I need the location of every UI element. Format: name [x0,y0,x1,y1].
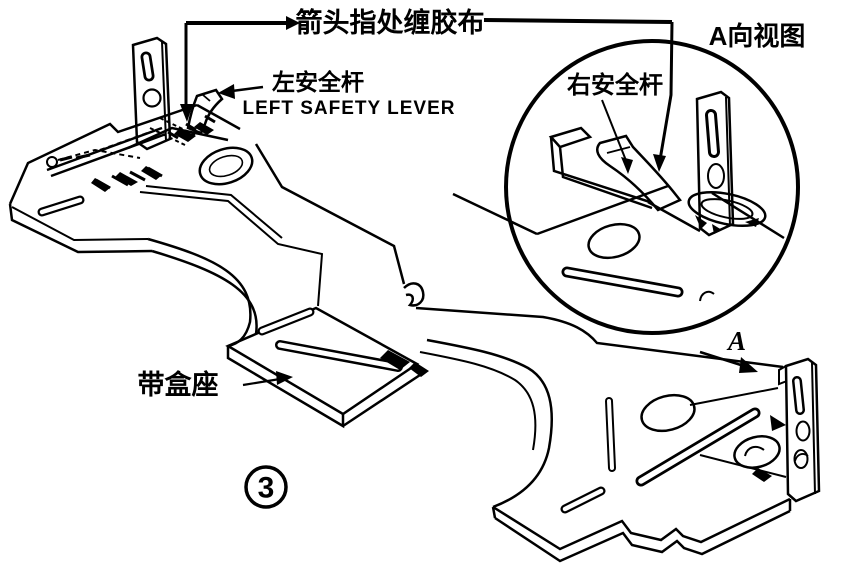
tape-hatch-left [167,114,216,140]
left-lever-fold-line [202,94,211,102]
hidden-dashed-lines [57,131,151,161]
plate-tail-bottom-edge [8,203,153,254]
detail-l-bracket-arm [549,136,653,210]
right-post-bracket [784,357,821,503]
taped-joint-outer [687,190,767,228]
banner-note: 箭头指处缠胶布 [180,7,674,172]
view-direction-arrowhead [739,357,758,373]
right-lever-label: 右安全杆 [567,71,663,99]
right-post-inner-edge [811,362,816,495]
right-post-top-tab [778,365,788,386]
plate-tail-top-edge [8,103,198,205]
plate-upper-right-edge [196,103,406,285]
view-direction-label: A [726,326,746,356]
right-arm-bottom-thickness [491,499,792,563]
right-lever-leader-line [601,99,628,164]
tail-slot [37,195,85,217]
main-plate [8,103,792,563]
tab-slot [257,307,403,372]
middle-hook-curl [403,282,425,307]
banner-leader-right [658,21,674,161]
right-post-slot-inner [794,378,803,413]
detail-small-curl [699,290,715,302]
left-lever-label-zh: 左安全杆 [272,69,364,95]
belt-box-arrowhead [276,371,293,385]
labels: A向视图 左安全杆 LEFT SAFETY LEVER 带盒座 A 3 [138,21,806,509]
left-post-bracket [131,36,172,151]
taped-joint-inner [700,198,754,220]
detail-plate-edges [452,184,785,240]
left-lever-label-en: LEFT SAFETY LEVER [242,98,455,119]
left-lever-assembly [127,36,229,151]
shading-blob [770,415,786,431]
oval-hole-left-inner [208,154,244,178]
left-post-slot-inner [143,54,152,79]
right-lever-arrowhead [621,157,633,174]
banner-line-right [483,18,673,24]
lever-mount-edge [127,126,229,150]
left-notch-curve-thickness [151,249,258,335]
banner-arrowhead-left [286,16,300,30]
middle-band-top-edge [415,306,784,369]
belt-box-leader-line [242,377,281,387]
left-lever-leader-line [231,85,264,93]
oval-hole-left [198,146,254,186]
right-lever-fold-line [606,146,631,154]
middle-band-bottom-curve [426,338,553,509]
figure-number-circle [244,465,288,509]
detail-l-bracket-top [548,126,593,149]
left-lever-arrowhead [218,84,235,99]
banner-leader-right-arrowhead [653,154,666,172]
right-arm-bottom-edge [492,497,791,551]
oval-hole-right-arm [640,393,696,433]
tape-shading-left [174,122,214,142]
detail-post-inner-edge [725,96,731,227]
plate-tail-thickness-line [11,206,149,242]
right-post-hole [795,420,811,442]
view-direction-arrow-line [699,350,745,368]
middle-band-thickness-curve [419,351,537,451]
right-post-shading [752,468,772,482]
right-arm-slot [560,397,761,514]
detail-post-hole [707,163,725,189]
detail-oval-hole [587,222,641,260]
right-safety-lever [596,134,682,212]
left-safety-lever [186,88,224,135]
right-post-hole-curl [794,453,809,462]
left-post-inner-edge [161,41,167,142]
detail-post-slot-inner [708,112,717,155]
figure-number: 3 [258,472,275,505]
belt-box-seat-label: 带盒座 [138,369,219,400]
detail-circle-outline [504,39,800,335]
small-hole [46,156,58,168]
banner-note-text: 箭头指处缠胶布 [296,7,485,38]
detail-view-title: A向视图 [709,21,806,51]
inner-step-edge [139,185,324,307]
oval-inner-curl [744,445,765,457]
banner-leader-left-arrowhead [180,104,193,122]
mount-shading [91,166,162,192]
left-post-hole [142,88,162,108]
oval-hole-right-arm-2 [733,435,781,469]
tab-shading [380,350,429,377]
right-post-hole-2 [793,449,809,469]
detail-view-circle: 右安全杆 [452,39,800,335]
right-post-assembly [752,357,821,503]
detail-slot [561,266,684,298]
